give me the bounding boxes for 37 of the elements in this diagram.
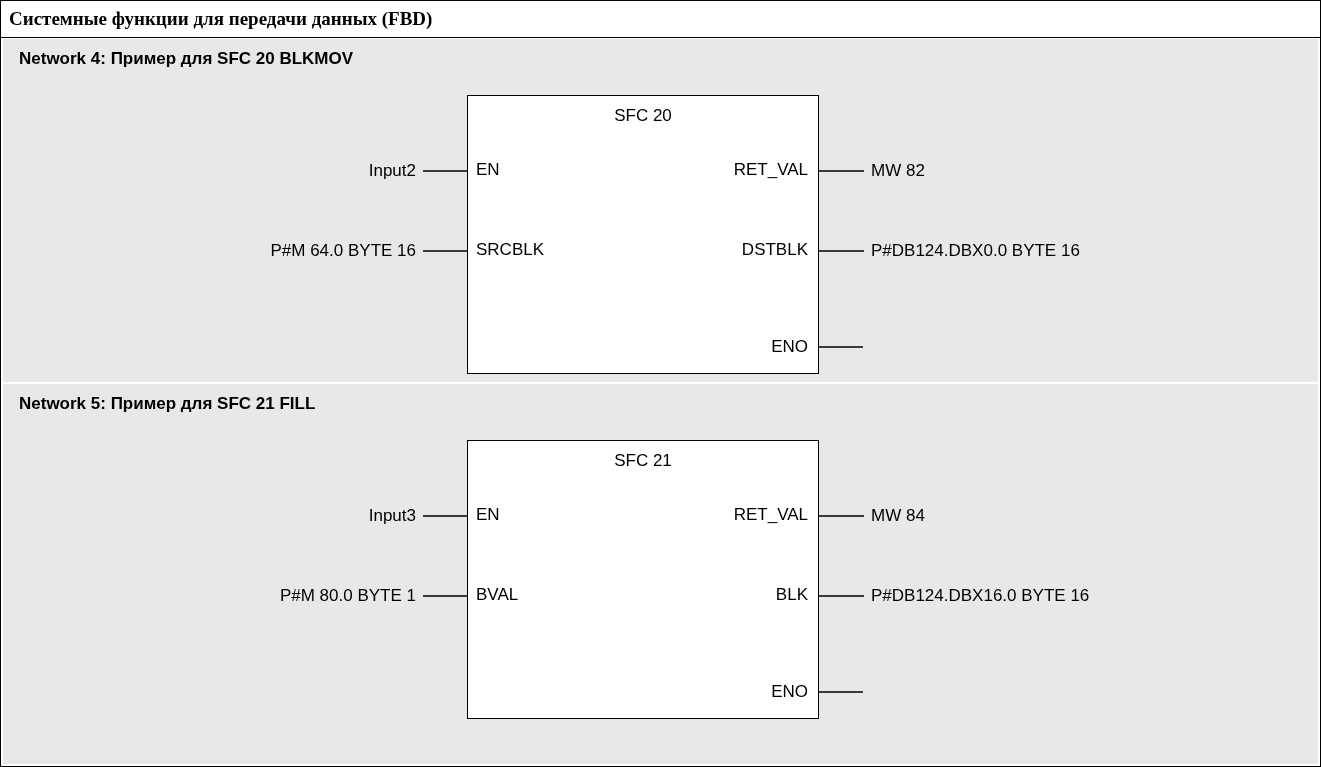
pin-label: RET_VAL [733, 505, 808, 525]
block-title: SFC 20 [614, 106, 672, 126]
operand-label: P#DB124.DBX0.0 BYTE 16 [871, 240, 1080, 262]
pin-label: EN [476, 505, 500, 525]
connection-line [422, 595, 468, 597]
function-block [467, 95, 819, 374]
connection-line [818, 346, 864, 348]
operand-label: MW 82 [871, 160, 925, 182]
operand-label: MW 84 [871, 505, 925, 527]
pin-label: BLK [775, 585, 808, 605]
operand-label: P#M 80.0 BYTE 1 [279, 585, 416, 607]
connection-line [422, 250, 468, 252]
pin-label: ENO [771, 337, 808, 357]
block-title: SFC 21 [614, 451, 672, 471]
connection-line [818, 595, 865, 597]
pin-label: RET_VAL [733, 160, 808, 180]
operand-label: Input2 [368, 160, 416, 182]
connection-line [422, 515, 468, 517]
network-panel [3, 39, 1318, 382]
operand-label: Input3 [368, 505, 416, 527]
function-block [467, 440, 819, 719]
operand-label: P#M 64.0 BYTE 16 [270, 240, 416, 262]
network-heading: Network 4: Пример для SFC 20 BLKMOV [19, 49, 354, 69]
network-panel [3, 384, 1318, 764]
connection-line [818, 515, 865, 517]
pin-label: ENO [771, 682, 808, 702]
connection-line [422, 170, 468, 172]
connection-line [818, 691, 864, 693]
connection-line [818, 250, 865, 252]
pin-label: EN [476, 160, 500, 180]
network-heading: Network 5: Пример для SFC 21 FILL [19, 394, 316, 414]
pin-label: DSTBLK [741, 240, 808, 260]
operand-label: P#DB124.DBX16.0 BYTE 16 [871, 585, 1090, 607]
pin-label: BVAL [476, 585, 519, 605]
pin-label: SRCBLK [476, 240, 545, 260]
connection-line [818, 170, 865, 172]
table-title: Системные функции для передачи данных (FBD) [9, 8, 433, 30]
